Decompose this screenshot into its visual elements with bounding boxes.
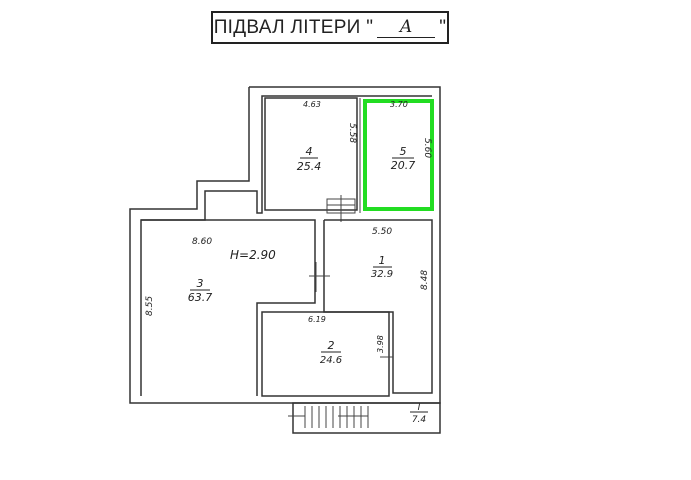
room-I-area: 7.4 (412, 415, 427, 425)
room-1-outline (323, 219, 433, 394)
height-note: H=2.90 (230, 248, 276, 262)
dim-room4-depth: 5.58 (347, 123, 357, 143)
dim-room5-depth: 5.60 (422, 138, 432, 158)
room-5-number: 5 (400, 145, 407, 158)
dim-room4-width: 4.63 (303, 100, 321, 109)
room-3-outline (141, 219, 316, 396)
room-5-area: 20.7 (391, 159, 416, 172)
dim-room3-width: 8.60 (192, 237, 212, 247)
room-4-outline (264, 97, 358, 211)
room-1-area: 32.9 (371, 269, 393, 280)
room-4-area: 25.4 (297, 160, 322, 173)
dim-room2-depth: 3.98 (376, 335, 385, 353)
room-2-number: 2 (328, 339, 335, 352)
entrance-stairs (292, 402, 441, 434)
room-2-area: 24.6 (320, 355, 342, 366)
title-prefix: ПІДВАЛ ЛІТЕРИ " (213, 16, 374, 38)
room-3-number: 3 (197, 277, 204, 290)
dim-room5-width: 3.70 (390, 100, 408, 109)
room-4-number: 4 (306, 145, 313, 158)
title-letter: А (377, 17, 436, 38)
dim-room2-width: 6.19 (308, 315, 326, 324)
room-3-area: 63.7 (188, 291, 213, 304)
room-2-outline (261, 311, 390, 397)
room-I-number: I (418, 403, 421, 413)
stair-steps (288, 406, 369, 428)
dim-room1-width: 5.50 (372, 227, 392, 237)
dim-room3-depth: 8.55 (145, 296, 155, 316)
plan-title: ПІДВАЛ ЛІТЕРИ " А " (211, 11, 449, 44)
outer-wall (129, 86, 441, 404)
title-suffix: " (439, 16, 447, 38)
room-1-number: 1 (379, 254, 386, 267)
dim-room1-depth: 8.48 (420, 270, 430, 290)
room-5-highlight[interactable] (363, 99, 434, 211)
